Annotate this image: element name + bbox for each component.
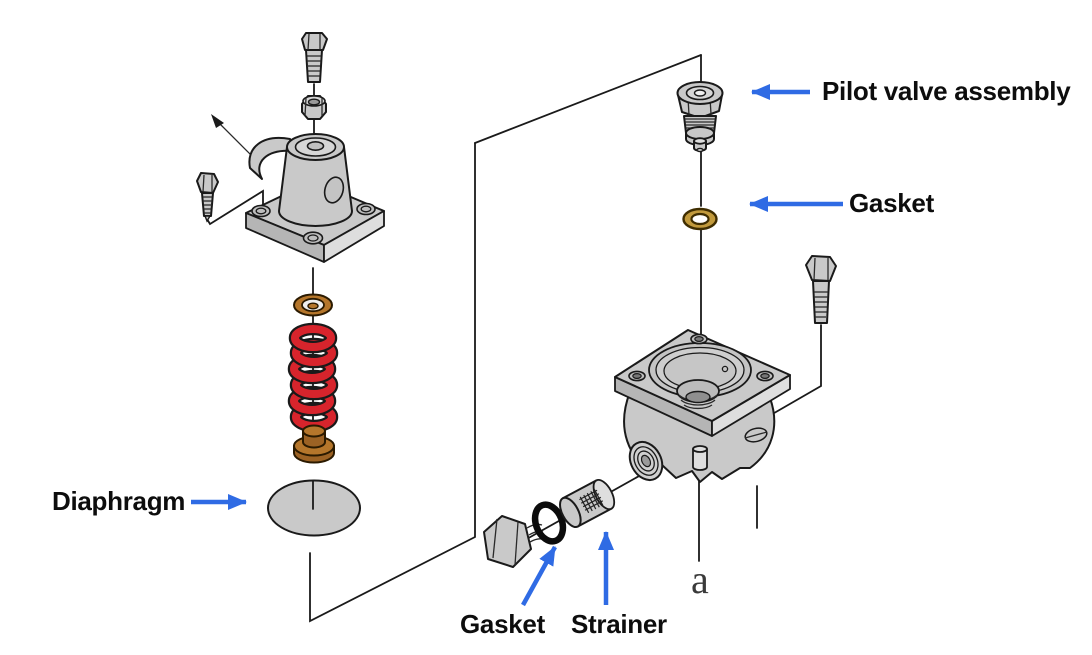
- diaphragm-part: [267, 479, 361, 537]
- gasket-upper-label: Gasket: [849, 188, 934, 218]
- spring-washer-upper: [293, 293, 333, 317]
- strainer-part: [559, 479, 616, 529]
- cover-bolt: [301, 32, 328, 83]
- strainer-port: [628, 440, 664, 482]
- strainer-label: Strainer: [571, 609, 667, 639]
- strainer-mesh: [579, 489, 604, 514]
- valve-body: [614, 329, 791, 483]
- gasket-ring-upper: [682, 207, 718, 231]
- hex-nut: [301, 95, 327, 120]
- spring-cover: [245, 133, 385, 263]
- gasket-oring-lower: [531, 501, 567, 545]
- gasket-lower-label: Gasket: [460, 609, 545, 639]
- callout-arrows: [191, 84, 843, 607]
- body-bolt: [805, 255, 837, 324]
- section-a-label: a: [691, 557, 709, 602]
- side-bolt: [196, 172, 219, 223]
- arrow-gasket-lower: [521, 545, 557, 607]
- pilot-valve-assembly-label: Pilot valve assembly: [822, 76, 1071, 106]
- pilot-valve-part: [676, 81, 724, 153]
- pressure-spring: [287, 322, 339, 433]
- diaphragm-label: Diaphragm: [52, 486, 186, 516]
- flange-bolt-holes: [251, 202, 376, 245]
- valve-body-bolt-holes: [628, 333, 774, 382]
- spring-seat-lower: [293, 424, 335, 464]
